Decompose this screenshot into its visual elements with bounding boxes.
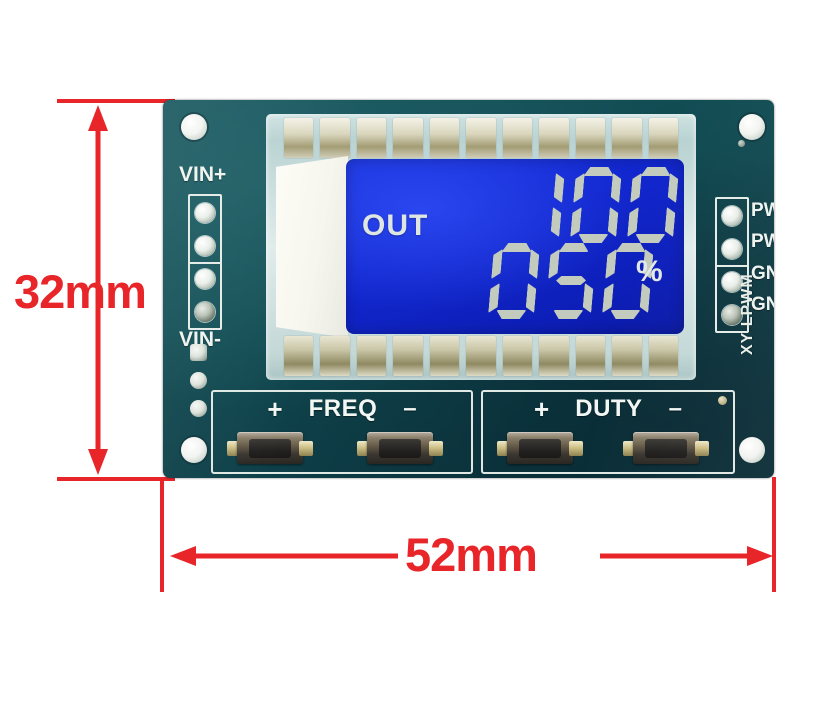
silkscreen-label-gnd-2: GND [751, 294, 774, 315]
lcd-module: OUT [266, 114, 696, 380]
solder-pad [320, 336, 350, 376]
width-dimension-label: 52mm [405, 528, 538, 581]
header-divider [717, 265, 747, 267]
solder-pad [320, 118, 350, 158]
solder-pad [539, 118, 569, 158]
solder-pad [356, 336, 387, 376]
solder-pad [393, 118, 423, 158]
button-cap [519, 439, 561, 458]
pcb-via [718, 396, 727, 405]
freq-decrease-button[interactable] [357, 432, 443, 464]
silkscreen-label-pwm-2: PWM [751, 231, 774, 252]
lcd-frequency-value [516, 167, 676, 243]
silkscreen-label-pwm-1: PWM [751, 200, 774, 221]
dimension-extension-line-left [160, 477, 164, 592]
button-lead [299, 441, 313, 456]
solder-pad [648, 118, 678, 158]
solder-pad [648, 336, 678, 376]
lcd-solder-pads-bottom [284, 336, 678, 376]
seven-segment-digit [545, 243, 598, 319]
button-lead [569, 441, 583, 456]
silkscreen-label-vin-plus: VIN+ [179, 163, 227, 186]
minus-icon: – [668, 395, 682, 422]
dimension-extension-line-right [772, 477, 776, 592]
solder-pad [284, 118, 314, 158]
duty-group-header: + DUTY – [483, 394, 733, 424]
pcb-via [738, 140, 745, 147]
solder-pad [612, 118, 642, 158]
solder-pad [356, 118, 387, 158]
solder-pad [502, 336, 533, 376]
test-pad [190, 344, 207, 361]
frequency-group-label: FREQ [308, 395, 378, 422]
button-cap [645, 439, 687, 458]
lcd-percent-unit: % [636, 255, 663, 288]
height-dimension-label: 32mm [14, 265, 147, 318]
header-pin[interactable] [195, 268, 215, 289]
solder-pad [575, 336, 606, 376]
header-pin[interactable] [195, 235, 215, 256]
duty-button-group: + DUTY – [481, 390, 735, 474]
lcd-mode-label: OUT [362, 209, 429, 242]
width-dimension-arrow-left [170, 546, 398, 566]
silkscreen-label-vin-minus: VIN- [179, 328, 221, 351]
frequency-button-group: + FREQ – [211, 390, 473, 474]
silkscreen-label-gnd-1: GND [751, 263, 774, 284]
duty-decrease-button[interactable] [623, 432, 709, 464]
mounting-hole-top-left [181, 114, 207, 140]
duty-group-label: DUTY [575, 395, 643, 422]
frequency-group-header: + FREQ – [213, 394, 471, 424]
power-input-header[interactable] [188, 194, 222, 330]
test-pad [190, 400, 207, 417]
minus-icon: – [403, 395, 417, 422]
seven-segment-digit [570, 167, 623, 243]
solder-pad [284, 336, 314, 376]
solder-pad [466, 336, 496, 376]
lcd-screen: OUT [346, 159, 684, 334]
button-cap [249, 439, 291, 458]
freq-increase-button[interactable] [227, 432, 313, 464]
header-pin-gnd-1[interactable] [722, 271, 742, 292]
header-pin-pwm-2[interactable] [722, 238, 742, 259]
header-pin-pwm-1[interactable] [722, 205, 742, 226]
test-pad [190, 372, 207, 389]
pwm-generator-pcb: OUT [163, 100, 774, 478]
button-lead [695, 441, 709, 456]
solder-pad [575, 118, 606, 158]
seven-segment-digit [488, 243, 541, 319]
lcd-duty-value [491, 243, 651, 319]
button-lead [429, 441, 443, 456]
header-divider [190, 262, 220, 264]
solder-pad [429, 336, 460, 376]
seven-segment-digit [627, 167, 680, 243]
solder-pad [393, 336, 423, 376]
solder-pad [429, 118, 460, 158]
plus-icon: + [267, 394, 283, 424]
pwm-output-header[interactable] [715, 197, 749, 333]
dimension-extension-line-top [57, 99, 175, 103]
header-pin-gnd-2[interactable] [722, 304, 742, 325]
lcd-solder-pads-top [284, 118, 678, 158]
silkscreen-part-marking: XY-LPWM [739, 273, 756, 355]
header-pin-vin-minus[interactable] [195, 301, 215, 322]
duty-increase-button[interactable] [497, 432, 583, 464]
mounting-hole-bottom-right [739, 437, 765, 463]
dimension-extension-line-bottom [57, 477, 175, 481]
button-cap [379, 439, 421, 458]
height-dimension-arrow [88, 105, 108, 475]
header-pin-vin-plus[interactable] [195, 202, 215, 223]
solder-pad [539, 336, 569, 376]
seven-segment-digit [513, 167, 566, 243]
lcd-light-reflector [276, 156, 348, 338]
solder-pad [612, 336, 642, 376]
width-dimension-arrow-right [600, 546, 773, 566]
solder-pad [502, 118, 533, 158]
mounting-hole-bottom-left [181, 437, 207, 463]
mounting-hole-top-right [739, 114, 765, 140]
plus-icon: + [534, 394, 550, 424]
solder-pad [466, 118, 496, 158]
